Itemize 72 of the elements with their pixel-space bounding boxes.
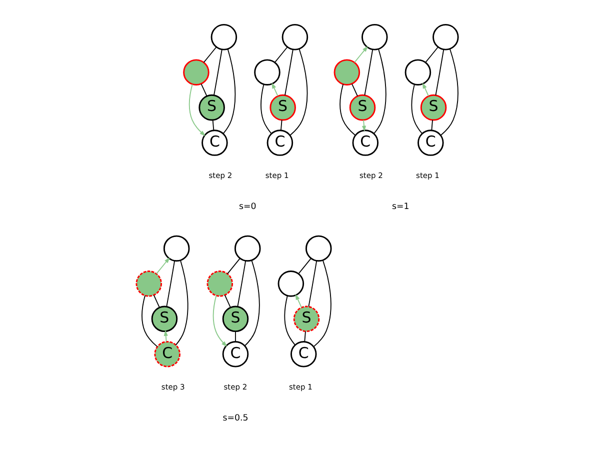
- node-circle: C: [290, 341, 317, 368]
- node-circle: [183, 59, 210, 86]
- connector: [203, 46, 217, 63]
- connector: [235, 330, 236, 342]
- node-circle: C: [352, 130, 379, 156]
- node-circle: [404, 59, 432, 86]
- node-circle: S: [293, 306, 320, 332]
- node-circle: S: [270, 94, 296, 121]
- connector: [340, 84, 356, 136]
- connector: [280, 120, 282, 131]
- arrow: [164, 330, 168, 342]
- connector: [290, 48, 308, 136]
- node-circle: S: [151, 306, 178, 332]
- connector: [308, 260, 318, 308]
- node-circle: [163, 235, 190, 262]
- connector: [364, 49, 374, 96]
- node-circle: C: [154, 341, 180, 368]
- arrow: [188, 84, 206, 136]
- connector: [224, 294, 231, 308]
- node-circle: [282, 24, 308, 50]
- connector: [222, 48, 236, 134]
- node-circle: C: [266, 130, 294, 156]
- arrow: [354, 46, 368, 63]
- connector: [425, 46, 439, 63]
- node-circle: [234, 235, 261, 262]
- node-circle: S: [420, 94, 447, 121]
- connector: [212, 120, 214, 131]
- connector: [214, 49, 222, 96]
- label: s=0: [238, 202, 256, 212]
- connector: [260, 84, 272, 134]
- connector: [411, 84, 423, 134]
- node-circle: S: [222, 306, 249, 332]
- connector: [284, 295, 296, 346]
- connector: [244, 260, 260, 346]
- connector: [227, 258, 240, 274]
- connector: [284, 49, 294, 96]
- arrow: [212, 295, 228, 347]
- connector: [298, 258, 312, 274]
- node-circle: [136, 270, 162, 297]
- node-circle: [362, 24, 388, 50]
- connector: [274, 46, 288, 63]
- node-circle: C: [202, 130, 228, 156]
- connector: [440, 48, 458, 136]
- node-circle: S: [349, 94, 376, 121]
- connector: [304, 330, 306, 342]
- arrow: [362, 120, 366, 132]
- node-circle: [334, 59, 360, 86]
- arrow: [422, 82, 429, 96]
- connector: [313, 260, 332, 348]
- node-circle: [254, 59, 280, 86]
- node-circle: C: [418, 130, 444, 156]
- connector: [200, 83, 208, 96]
- arrow: [156, 257, 170, 274]
- node-circle: [306, 235, 332, 262]
- label: s=0.5: [222, 414, 248, 424]
- label: s=1: [392, 202, 410, 212]
- node-circle: [206, 270, 234, 297]
- connector: [435, 49, 444, 96]
- node-circle: S: [198, 94, 225, 121]
- connector: [142, 295, 158, 348]
- connector: [373, 48, 386, 134]
- node-circle: [278, 270, 304, 297]
- connector: [351, 83, 358, 96]
- connector: [166, 260, 176, 308]
- connector: [237, 260, 246, 308]
- connector: [431, 120, 433, 131]
- arrow: [272, 82, 278, 96]
- connector: [175, 260, 188, 346]
- node-circle: [210, 24, 238, 50]
- connector: [153, 294, 160, 308]
- arrow: [295, 294, 302, 308]
- node-circle: [432, 24, 459, 50]
